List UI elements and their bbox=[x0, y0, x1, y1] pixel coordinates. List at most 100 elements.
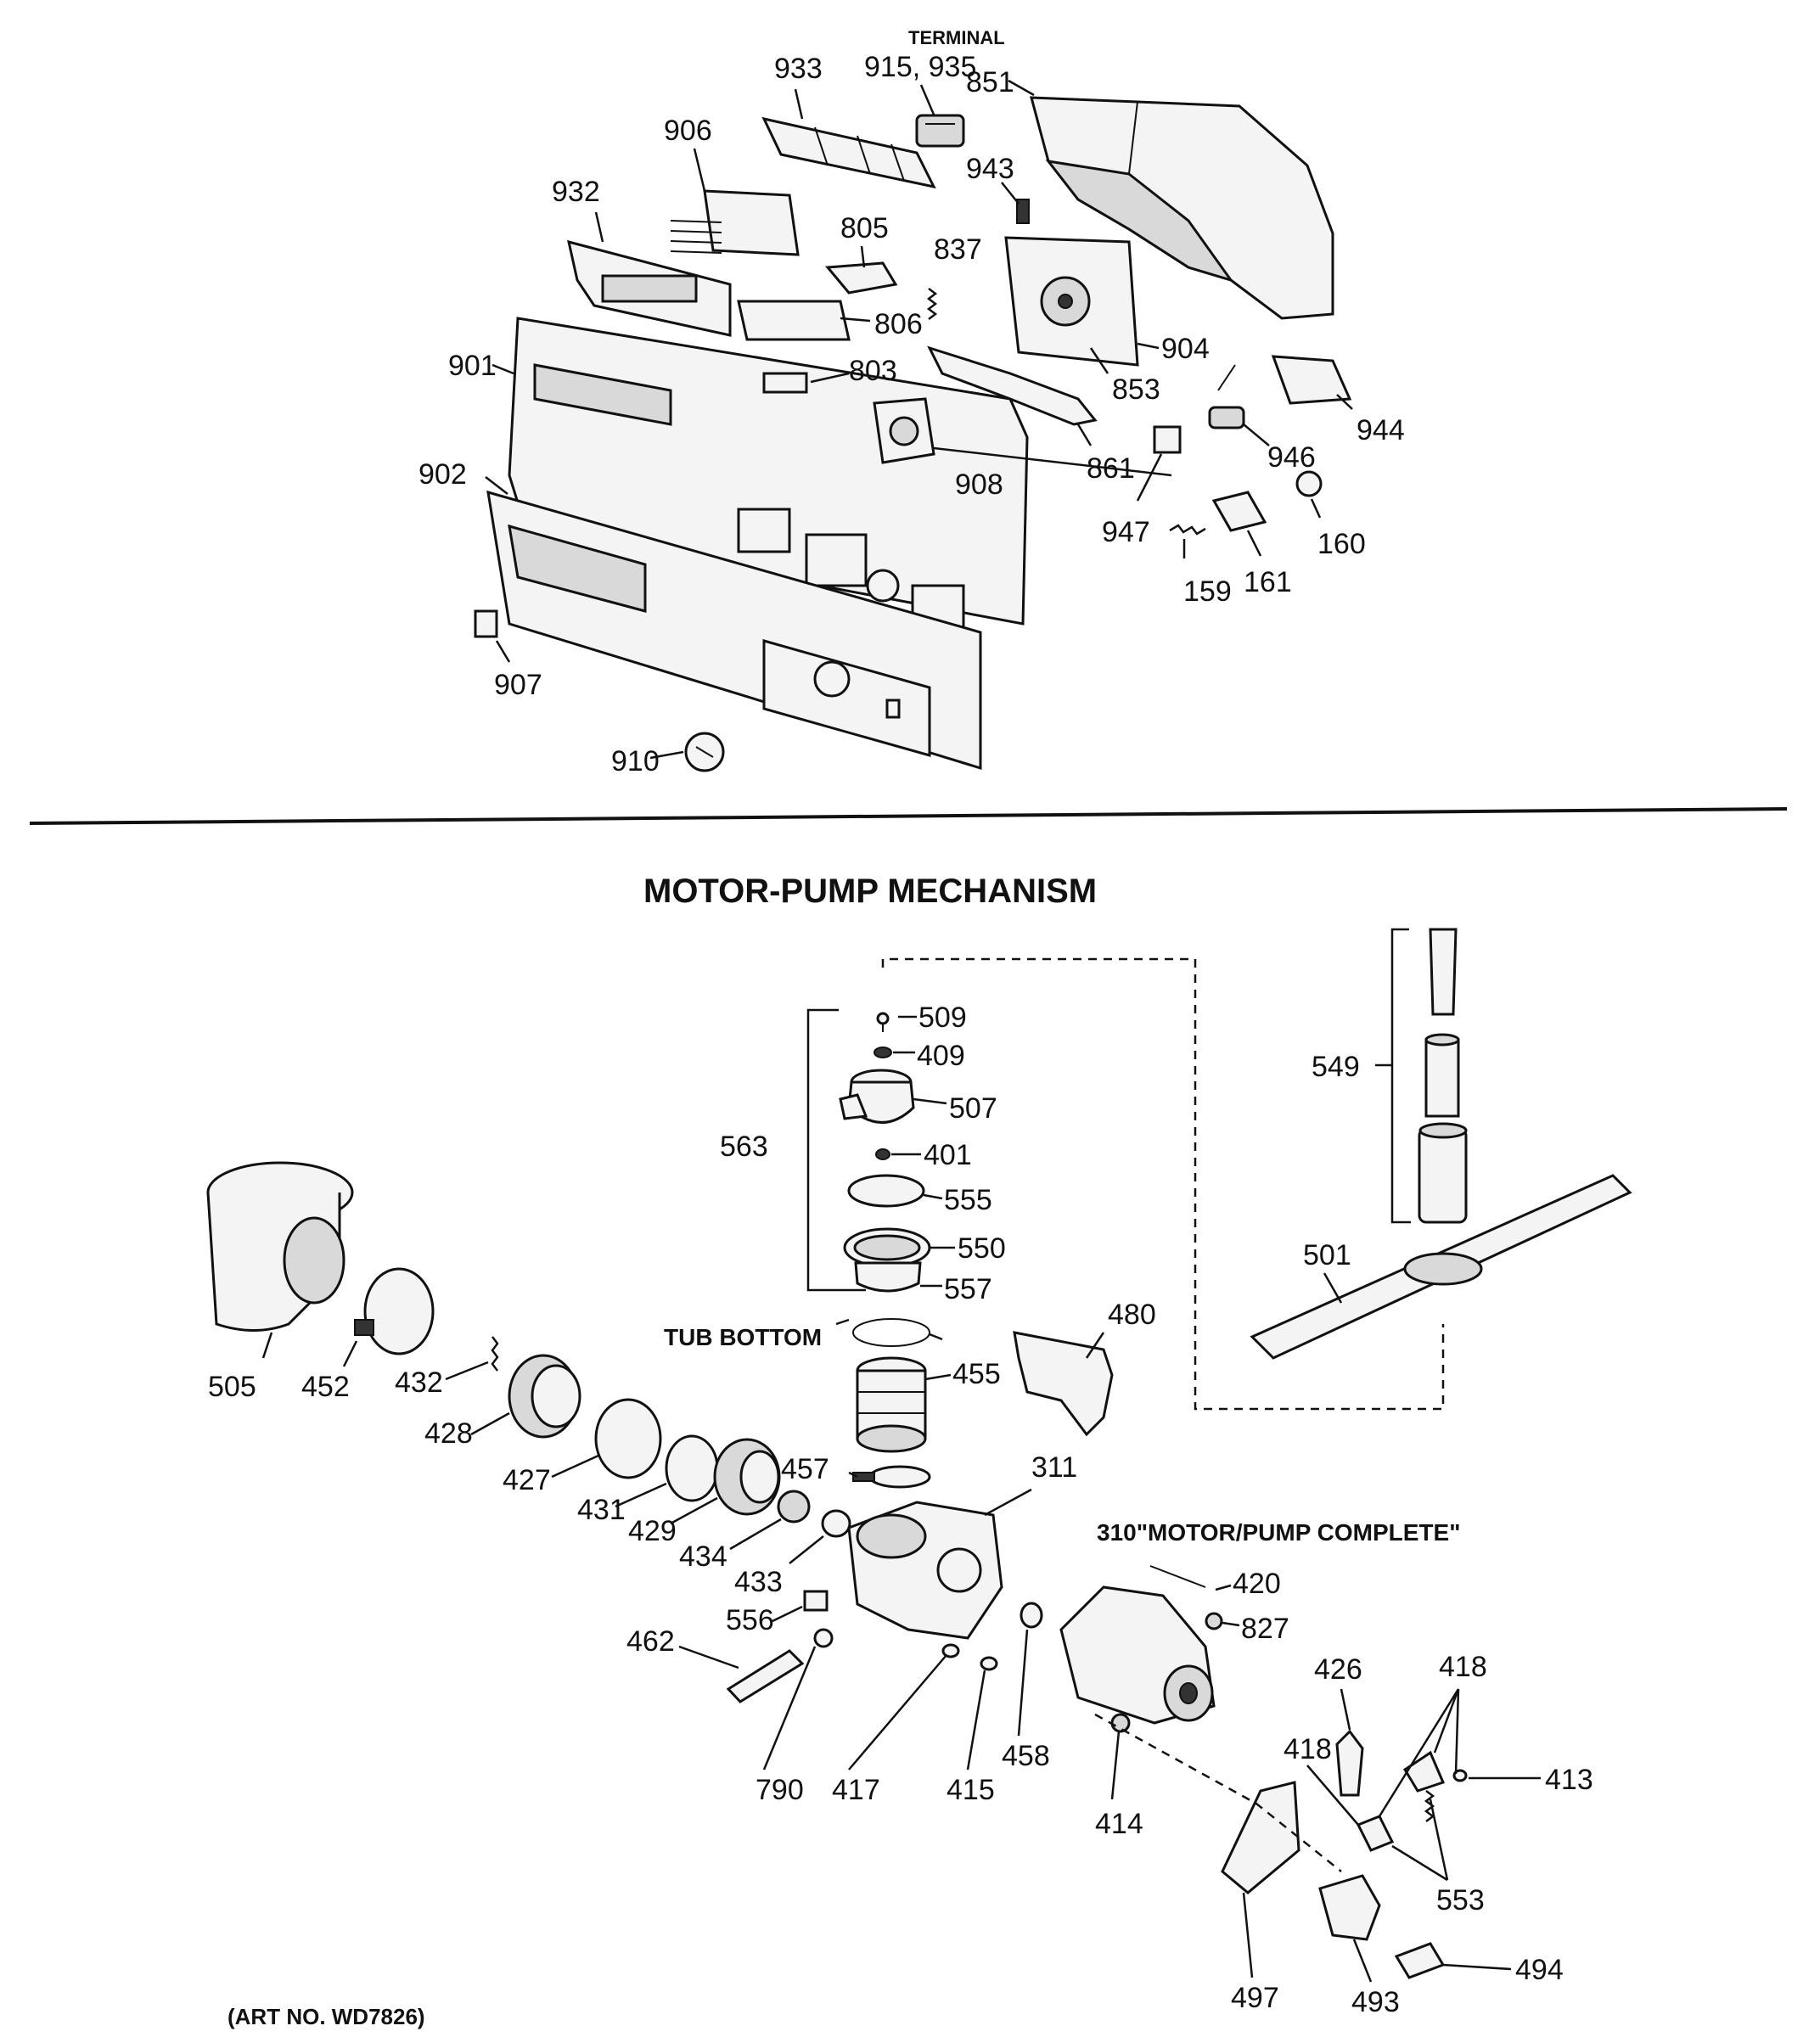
part-803-drawing bbox=[762, 372, 808, 394]
label-455: 455 bbox=[952, 1358, 1001, 1390]
part-493-drawing bbox=[1318, 1874, 1381, 1941]
part-932-drawing bbox=[567, 239, 732, 337]
part-457-clamp-drawing bbox=[852, 1465, 931, 1489]
motor-pump-complete-label: 310"MOTOR/PUMP COMPLETE" bbox=[1097, 1519, 1460, 1546]
alignment-line bbox=[1094, 1713, 1342, 1872]
part-556-drawing bbox=[803, 1590, 829, 1612]
label-462: 462 bbox=[626, 1625, 675, 1658]
label-161: 161 bbox=[1244, 566, 1292, 598]
part-161-drawing bbox=[1211, 491, 1267, 532]
label-932: 932 bbox=[552, 176, 600, 208]
part-851-housing-drawing bbox=[1030, 96, 1334, 320]
label-827: 827 bbox=[1241, 1613, 1289, 1645]
label-555: 555 bbox=[944, 1184, 992, 1216]
part-428-drawing bbox=[508, 1354, 581, 1439]
part-806-drawing bbox=[737, 300, 851, 341]
part-505-drawing bbox=[206, 1161, 354, 1332]
label-944: 944 bbox=[1357, 414, 1405, 446]
section-title: MOTOR-PUMP MECHANISM bbox=[643, 873, 1097, 910]
label-426: 426 bbox=[1314, 1653, 1362, 1686]
part-427-drawing bbox=[594, 1398, 662, 1479]
label-311: 311 bbox=[1031, 1451, 1077, 1484]
part-432-screw-drawing bbox=[491, 1336, 499, 1372]
part-160-drawing bbox=[1295, 470, 1323, 497]
part-455-drawing bbox=[856, 1356, 927, 1453]
label-418-a: 418 bbox=[1439, 1651, 1487, 1683]
part-429-drawing bbox=[713, 1438, 781, 1516]
terminal-caption: TERMINAL bbox=[908, 27, 1005, 48]
part-946-drawing bbox=[1208, 364, 1245, 429]
part-944-drawing bbox=[1271, 355, 1352, 405]
tub-bottom-label: TUB BOTTOM bbox=[664, 1324, 822, 1350]
label-556: 556 bbox=[726, 1604, 774, 1636]
part-420-rod-drawing bbox=[1149, 1565, 1206, 1588]
label-414: 414 bbox=[1095, 1808, 1143, 1840]
label-505: 505 bbox=[208, 1371, 256, 1403]
label-434: 434 bbox=[679, 1540, 727, 1573]
label-915-935: 915, 935 bbox=[864, 51, 976, 83]
label-413: 413 bbox=[1545, 1764, 1593, 1796]
label-427: 427 bbox=[503, 1464, 551, 1496]
label-160: 160 bbox=[1317, 528, 1366, 560]
label-409: 409 bbox=[917, 1040, 965, 1072]
label-790: 790 bbox=[756, 1774, 804, 1806]
part-426-drawing bbox=[1335, 1729, 1364, 1797]
part-417-washer-drawing bbox=[941, 1643, 960, 1658]
part-805-drawing bbox=[824, 261, 898, 295]
part-494-drawing bbox=[1394, 1942, 1446, 1979]
tub-bottom-tick-left bbox=[835, 1318, 850, 1326]
label-452: 452 bbox=[301, 1371, 350, 1403]
part-550-drawing bbox=[843, 1227, 931, 1268]
label-563: 563 bbox=[720, 1131, 768, 1163]
label-837: 837 bbox=[934, 233, 982, 266]
part-902-bezel-drawing bbox=[486, 490, 982, 771]
top-leader-lines bbox=[485, 79, 1353, 760]
section-divider bbox=[29, 807, 1788, 825]
label-497: 497 bbox=[1231, 1982, 1279, 2014]
part-497-drawing bbox=[1221, 1781, 1300, 1894]
part-413-drawing bbox=[1452, 1769, 1468, 1782]
label-557: 557 bbox=[944, 1273, 992, 1305]
part-790-drawing bbox=[813, 1628, 834, 1648]
label-420: 420 bbox=[1233, 1568, 1281, 1600]
label-550: 550 bbox=[958, 1232, 1006, 1265]
tub-bottom-tick-right bbox=[929, 1333, 943, 1341]
part-906-drawing bbox=[670, 189, 800, 256]
label-501: 501 bbox=[1303, 1239, 1351, 1271]
part-904-timer-drawing bbox=[1004, 236, 1139, 367]
label-417: 417 bbox=[832, 1774, 880, 1806]
label-431: 431 bbox=[577, 1494, 626, 1526]
bottom-leader-lines bbox=[261, 1015, 1541, 1983]
label-553: 553 bbox=[1436, 1884, 1485, 1916]
part-415-washer-drawing bbox=[980, 1656, 998, 1671]
bracket-549 bbox=[1390, 928, 1411, 1224]
part-409-washer-drawing bbox=[873, 1047, 892, 1058]
label-432: 432 bbox=[395, 1366, 443, 1399]
label-493: 493 bbox=[1351, 1986, 1400, 2018]
motor-pump-section: MOTOR-PUMP MECHANISM bbox=[206, 873, 1632, 2029]
label-509: 509 bbox=[918, 1002, 967, 1034]
label-907: 907 bbox=[494, 669, 542, 701]
part-501-spray-arm-drawing bbox=[1250, 1174, 1632, 1360]
part-452-ring-drawing bbox=[354, 1267, 435, 1355]
label-946: 946 bbox=[1267, 441, 1316, 474]
art-number: (ART NO. WD7826) bbox=[228, 2004, 425, 2029]
part-310-motor-drawing bbox=[1059, 1585, 1216, 1725]
bracket-563 bbox=[806, 1008, 866, 1292]
part-557-drawing bbox=[854, 1261, 922, 1293]
label-549: 549 bbox=[1312, 1051, 1360, 1083]
part-947-drawing bbox=[1153, 425, 1182, 454]
part-509-screw-drawing bbox=[876, 1012, 890, 1032]
part-827-drawing bbox=[1205, 1612, 1223, 1630]
label-507: 507 bbox=[949, 1092, 997, 1125]
part-431-drawing bbox=[665, 1434, 719, 1502]
part-910-knob-drawing bbox=[684, 732, 725, 772]
label-429: 429 bbox=[628, 1515, 677, 1547]
label-904: 904 bbox=[1161, 333, 1210, 365]
label-433: 433 bbox=[734, 1566, 783, 1598]
label-457: 457 bbox=[781, 1453, 829, 1485]
label-806: 806 bbox=[874, 308, 923, 340]
part-933-drawing bbox=[761, 116, 936, 189]
part-908-drawing bbox=[873, 397, 935, 464]
label-933: 933 bbox=[774, 53, 823, 85]
